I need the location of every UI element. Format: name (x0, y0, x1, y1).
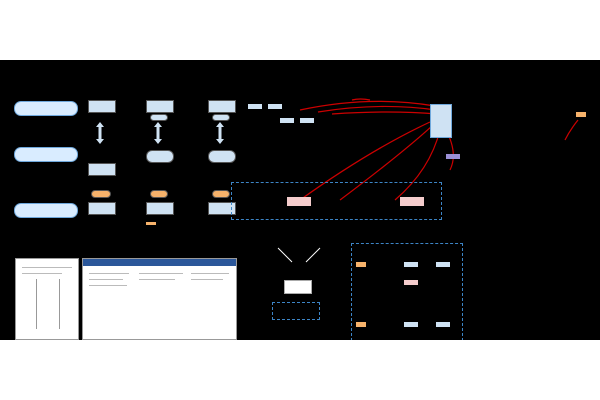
network-panel (351, 243, 463, 340)
flow-node (404, 280, 418, 285)
panel-node (400, 197, 424, 206)
flow-node (208, 100, 236, 113)
device-panel (272, 302, 320, 320)
flow-node (88, 202, 116, 215)
flow-node (404, 322, 418, 327)
flow-node (404, 262, 418, 267)
connector-lines (299, 98, 579, 201)
signal-lines (277, 247, 321, 263)
row-label-1 (14, 101, 78, 116)
bidirectional-arrow-icon (154, 122, 162, 144)
flow-node (300, 118, 314, 123)
bidirectional-arrow-icon (96, 122, 104, 144)
diagram-canvas (0, 60, 600, 340)
document-thumbnail-1[interactable] (15, 258, 79, 340)
flow-node (268, 104, 282, 109)
row-label-2 (14, 147, 78, 162)
bidirectional-arrow-icon (216, 122, 224, 144)
flow-node (88, 100, 116, 113)
flow-node (248, 104, 262, 109)
flow-tag (212, 190, 230, 198)
flow-node (446, 154, 460, 159)
flow-node (208, 150, 236, 163)
document-window[interactable] (82, 258, 237, 340)
flow-tag (212, 114, 230, 121)
data-table-node (430, 104, 452, 138)
flow-node (88, 163, 116, 176)
flow-node (146, 150, 174, 163)
flow-tag (356, 262, 366, 267)
process-panel (231, 182, 442, 220)
flow-node (436, 322, 450, 327)
flow-node (280, 118, 294, 123)
flow-node (146, 202, 174, 215)
flow-node (208, 202, 236, 215)
flow-tag (91, 190, 111, 198)
panel-node (287, 197, 311, 206)
flow-tag (150, 190, 168, 198)
flow-node (146, 100, 174, 113)
flowchart-thumbnail (36, 279, 60, 329)
flow-node (436, 262, 450, 267)
flow-tag (150, 114, 168, 121)
window-title-bar (83, 259, 236, 266)
note-marker (146, 222, 156, 225)
flow-tag (356, 322, 366, 327)
device-node (284, 280, 312, 294)
flow-tag (576, 112, 586, 117)
row-label-3 (14, 203, 78, 218)
